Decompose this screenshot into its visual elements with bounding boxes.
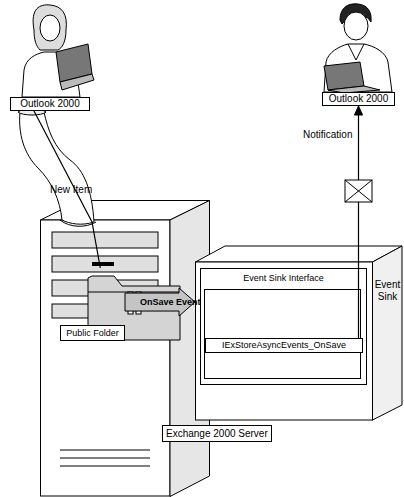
method-name: IExStoreAsyncEvents_OnSave (206, 339, 362, 352)
client-label: Outlook 2000 (10, 97, 90, 111)
arrow-head (354, 106, 362, 115)
server-outline-part (60, 458, 150, 459)
server-outline-part (60, 450, 150, 451)
event-sink-box: Event SinkEvent Sink InterfaceIExStoreAs… (195, 245, 404, 423)
envelope-lines (345, 180, 372, 202)
sink-outline-part (196, 246, 403, 262)
edge-label: OnSave Event (140, 297, 201, 307)
server-name: Exchange 2000 Server (162, 425, 272, 442)
client-name: Outlook 2000 (11, 98, 89, 110)
interface-name: Event Sink Interface (201, 273, 366, 284)
man-laptop-screen (324, 62, 364, 90)
public-folder: Public Folder (60, 268, 125, 342)
server-outline-part (52, 256, 158, 272)
woman-head (40, 15, 60, 41)
folder-name: Public Folder (60, 325, 125, 341)
inner-frame (204, 289, 361, 379)
server-outline-part (92, 262, 114, 266)
edge-label: Notification (303, 129, 352, 140)
method-box: IExStoreAsyncEvents_OnSave (205, 338, 363, 353)
man-hair (340, 4, 371, 24)
woman-figure (22, 5, 94, 97)
edge-label: New Item (50, 184, 92, 195)
man-collar (348, 44, 364, 60)
woman-laptop-base (60, 74, 94, 90)
interface-frame: Event Sink InterfaceIExStoreAsyncEvents_… (200, 268, 367, 385)
woman-body (22, 52, 80, 97)
sink-name: Event Sink (373, 279, 402, 303)
woman-laptop-screen (56, 44, 92, 82)
woman-hair (33, 5, 66, 50)
server-outline-part (41, 220, 171, 496)
man-head (344, 12, 368, 40)
man-body (324, 44, 392, 92)
envelope-body (345, 180, 372, 202)
server-outline-part (60, 466, 150, 467)
sink-outline-part (373, 246, 403, 420)
server-outline (40, 200, 210, 497)
client-label: Outlook 2000 (322, 92, 395, 106)
server-outline-part (52, 280, 158, 296)
server-tower: Exchange 2000 ServerPublic Folder (40, 200, 210, 497)
man-figure (324, 4, 392, 93)
client-name: Outlook 2000 (323, 93, 394, 105)
sink-outline-part (196, 262, 373, 420)
server-outline-part (52, 232, 158, 248)
envelope-icon (345, 180, 372, 202)
